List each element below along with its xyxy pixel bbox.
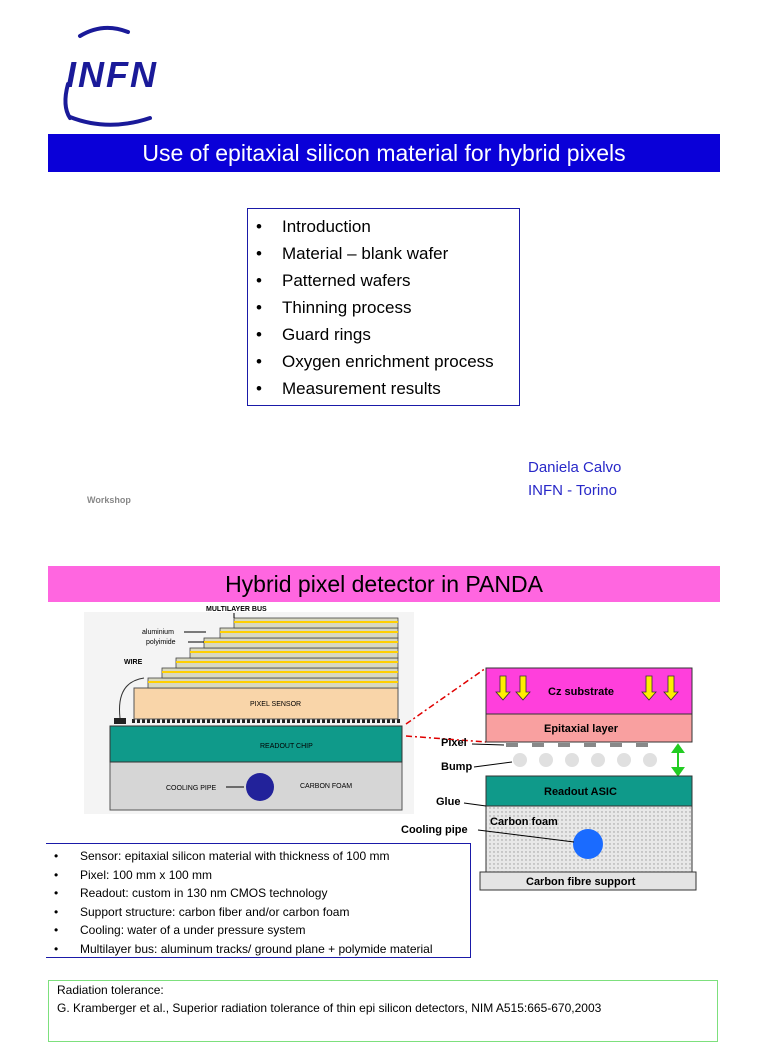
zoom-line-bottom (405, 735, 487, 743)
author-name: Daniela Calvo (528, 459, 622, 476)
pixel-sensor-layer (133, 687, 399, 720)
label-epitaxial-layer: Epitaxial layer (544, 723, 619, 735)
label-polyimide: polyimide (146, 639, 176, 646)
slide2-title: Hybrid pixel detector in PANDA (48, 566, 720, 602)
specs-list: •Sensor: epitaxial silicon material with… (46, 844, 470, 958)
cooling-pipe-circle (573, 829, 603, 859)
cooling-pipe-circle (246, 773, 274, 801)
author-affiliation: INFN - Torino (528, 482, 617, 499)
list-item: •Material – blank wafer (256, 244, 449, 263)
label-wire: WIRE (124, 659, 143, 666)
pixel-pads (506, 743, 648, 747)
slide1-title: Use of epitaxial silicon material for hy… (48, 134, 720, 172)
list-item: •Measurement results (256, 379, 441, 398)
logo-text: INFN (66, 54, 158, 95)
label-multilayer-bus: MULTILAYER BUS (206, 606, 267, 613)
arrow-icon (495, 675, 679, 701)
outline-list: •Introduction •Material – blank wafer •P… (248, 209, 519, 402)
list-item: •Multilayer bus: aluminum tracks/ ground… (54, 941, 433, 956)
list-item: •Cooling: water of a under pressure syst… (54, 923, 306, 937)
label-carbon-fibre-support: Carbon fibre support (526, 876, 636, 888)
label-readout-chip: READOUT CHIP (260, 743, 313, 750)
epitaxial-layer (485, 713, 693, 743)
label-cooling-pipe-right: Cooling pipe (401, 824, 468, 836)
zoom-line-top (405, 667, 487, 725)
workshop-label: Workshop (87, 495, 131, 505)
list-item: •Readout: custom in 130 nm CMOS technolo… (54, 886, 328, 900)
author-block: Daniela Calvo INFN - Torino (528, 456, 621, 502)
label-cz-substrate: Cz substrate (548, 686, 614, 698)
label-carbon-foam: CARBON FOAM (300, 783, 352, 790)
label-cooling-pipe: COOLING PIPE (166, 785, 217, 792)
label-readout-asic: Readout ASIC (544, 786, 617, 798)
label-pixel-sensor: PIXEL SENSOR (250, 701, 301, 708)
label-carbon-foam-right: Carbon foam (490, 816, 558, 828)
wire-pad (114, 718, 126, 724)
list-item: •Pixel: 100 mm x 100 mm (54, 867, 213, 882)
outline-box: •Introduction •Material – blank wafer •P… (247, 208, 520, 406)
readout-asic-layer (485, 775, 693, 807)
multilayer-bus (147, 617, 399, 689)
list-item: •Introduction (256, 217, 371, 236)
list-item: •Oxygen enrichment process (256, 352, 494, 371)
bond-wire (119, 677, 145, 719)
label-aluminium: aluminium (142, 629, 174, 636)
label-bump: Bump (441, 761, 472, 773)
list-item: •Thinning process (256, 298, 412, 317)
carbon-fibre-support-layer (479, 871, 697, 891)
radiation-heading: Radiation tolerance: (57, 983, 164, 997)
list-item: •Guard rings (256, 325, 371, 344)
list-item: •Patterned wafers (256, 271, 411, 290)
radiation-reference: G. Kramberger et al., Superior radiation… (57, 1001, 602, 1015)
readout-chip-layer (109, 725, 403, 763)
specs-box: •Sensor: epitaxial silicon material with… (46, 843, 471, 958)
bumps (513, 753, 657, 767)
label-pixel: Pixel (441, 737, 467, 749)
list-item: •Support structure: carbon fiber and/or … (54, 904, 350, 919)
infn-logo: INFN (63, 25, 158, 127)
label-glue: Glue (436, 796, 460, 808)
thickness-arrow-icon (671, 743, 685, 777)
list-item: •Sensor: epitaxial silicon material with… (54, 849, 390, 863)
detector-stack-diagram: MULTILAYER BUS aluminium polyimide WIRE … (84, 606, 414, 814)
radiation-tolerance-box: Radiation tolerance: G. Kramberger et al… (48, 980, 718, 1042)
layer-detail-diagram: Cz substrate Epitaxial layer Readout ASI… (401, 667, 697, 891)
